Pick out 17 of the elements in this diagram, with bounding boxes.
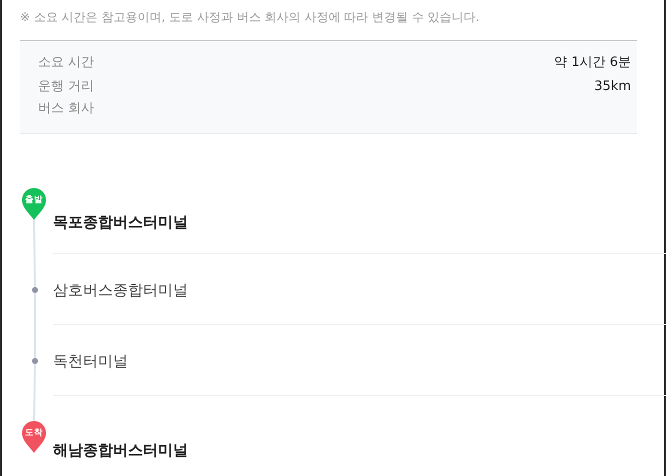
timeline-line: [33, 220, 36, 288]
row-value: 35km: [594, 79, 631, 95]
stop-name: 독천터미널: [53, 351, 128, 371]
timeline-line: [33, 364, 36, 422]
stop-name: 해남종합버스터미널: [53, 440, 188, 460]
notice-text: ※ 소요 시간은 참고용이며, 도로 사정과 버스 회사의 사정에 따라 변경될 수 있습니다.: [20, 9, 480, 25]
start-pin: [22, 188, 46, 220]
row-label: 소요 시간: [38, 55, 94, 71]
row-label: 운행 거리: [38, 79, 94, 95]
pin-label: 도착: [24, 427, 44, 439]
pin-label: 출발: [24, 194, 44, 206]
row-value: 약 1시간 6분: [554, 55, 631, 71]
stop-name: 삼호버스종합터미널: [53, 280, 188, 300]
row-label: 버스 회사: [38, 101, 94, 117]
end-pin: [22, 421, 46, 453]
timeline-line: [34, 293, 36, 358]
stop-name: 목포종합버스터미널: [53, 212, 188, 232]
